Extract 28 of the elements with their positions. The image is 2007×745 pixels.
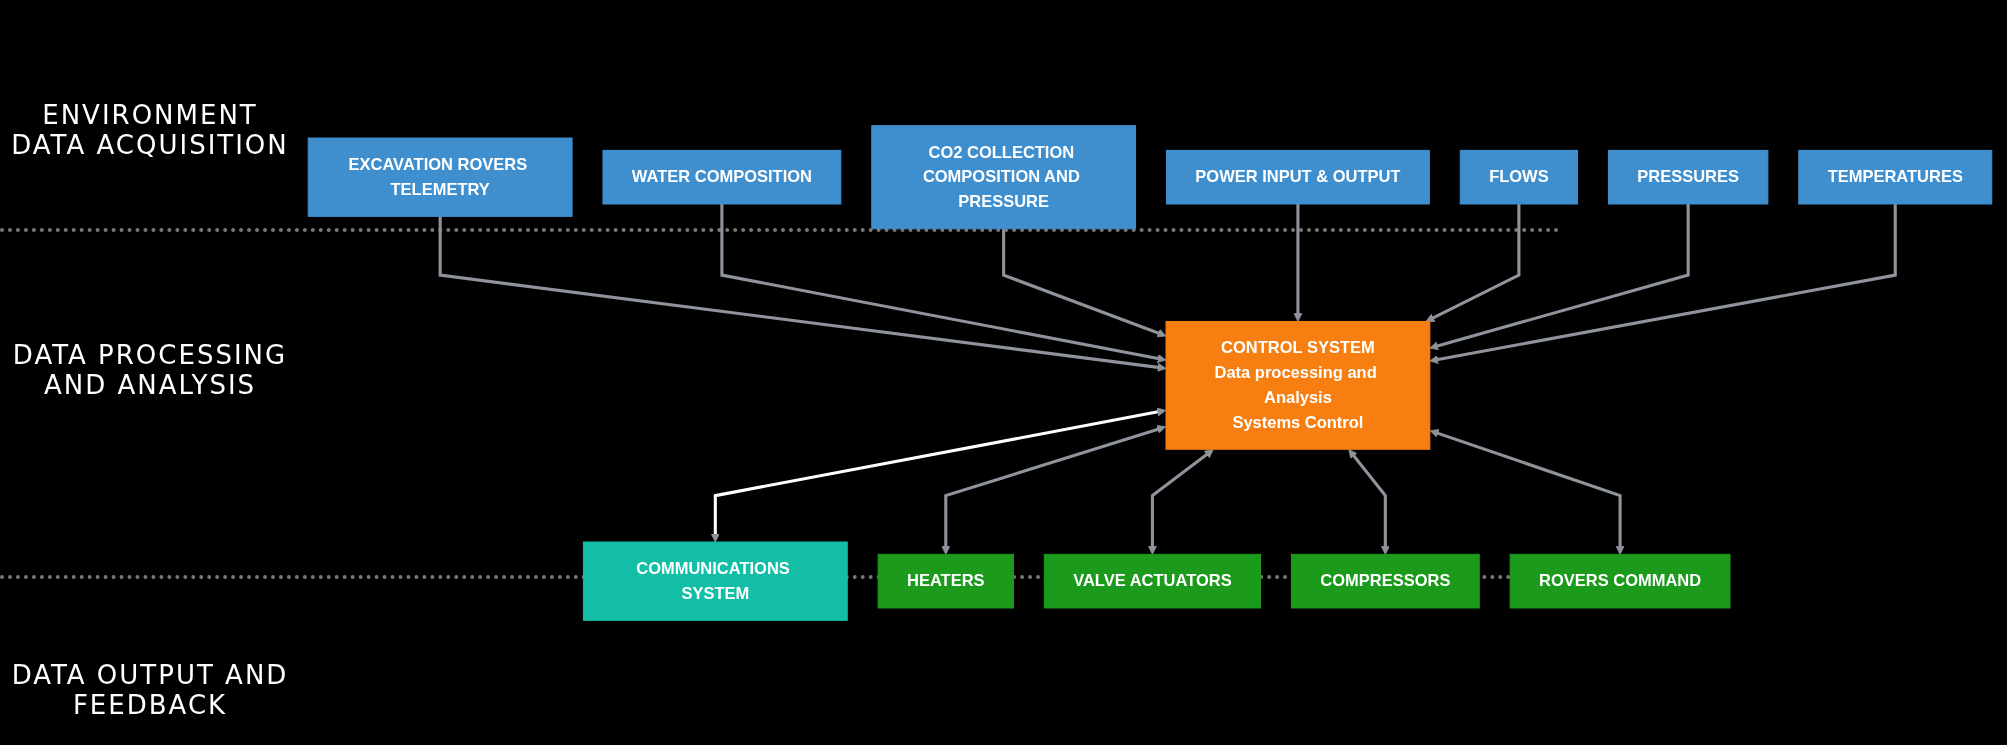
node-box: FLOWS (1459, 149, 1579, 204)
node-box: CO2 COLLECTION COMPOSITION AND PRESSURE (871, 124, 1137, 229)
node-box: EXCAVATION ROVERS TELEMETRY (307, 137, 573, 217)
node-box: HEATERS (877, 553, 1014, 608)
arrow (1348, 448, 1390, 555)
row-label: DATA OUTPUT AND FEEDBACK (10, 660, 290, 720)
arrow (1429, 428, 1625, 555)
node-box: WATER COMPOSITION (602, 149, 842, 204)
arrow (941, 424, 1167, 555)
node-box: CONTROL SYSTEM Data processing and Analysis Systems Control (1165, 320, 1431, 450)
arrow (720, 203, 1167, 363)
row-label: ENVIRONMENT DATA ACQUISITION (10, 100, 290, 160)
node-box: ROVERS COMMAND (1509, 553, 1731, 608)
arrow (1429, 203, 1690, 350)
arrow (1425, 203, 1521, 322)
arrow (438, 215, 1167, 372)
node-box: COMMUNICATIONS SYSTEM (582, 541, 848, 621)
arrow (710, 407, 1166, 542)
arrow (1293, 203, 1303, 322)
arrow (1147, 448, 1214, 555)
node-box: COMPRESSORS (1290, 553, 1480, 608)
arrow (1429, 203, 1897, 364)
node-box: PRESSURES (1607, 149, 1769, 204)
node-box: VALVE ACTUATORS (1043, 553, 1262, 608)
row-label: DATA PROCESSING AND ANALYSIS (11, 340, 289, 400)
node-box: TEMPERATURES (1798, 149, 1993, 204)
node-box: POWER INPUT & OUTPUT (1165, 149, 1430, 204)
arrow (1002, 228, 1167, 337)
